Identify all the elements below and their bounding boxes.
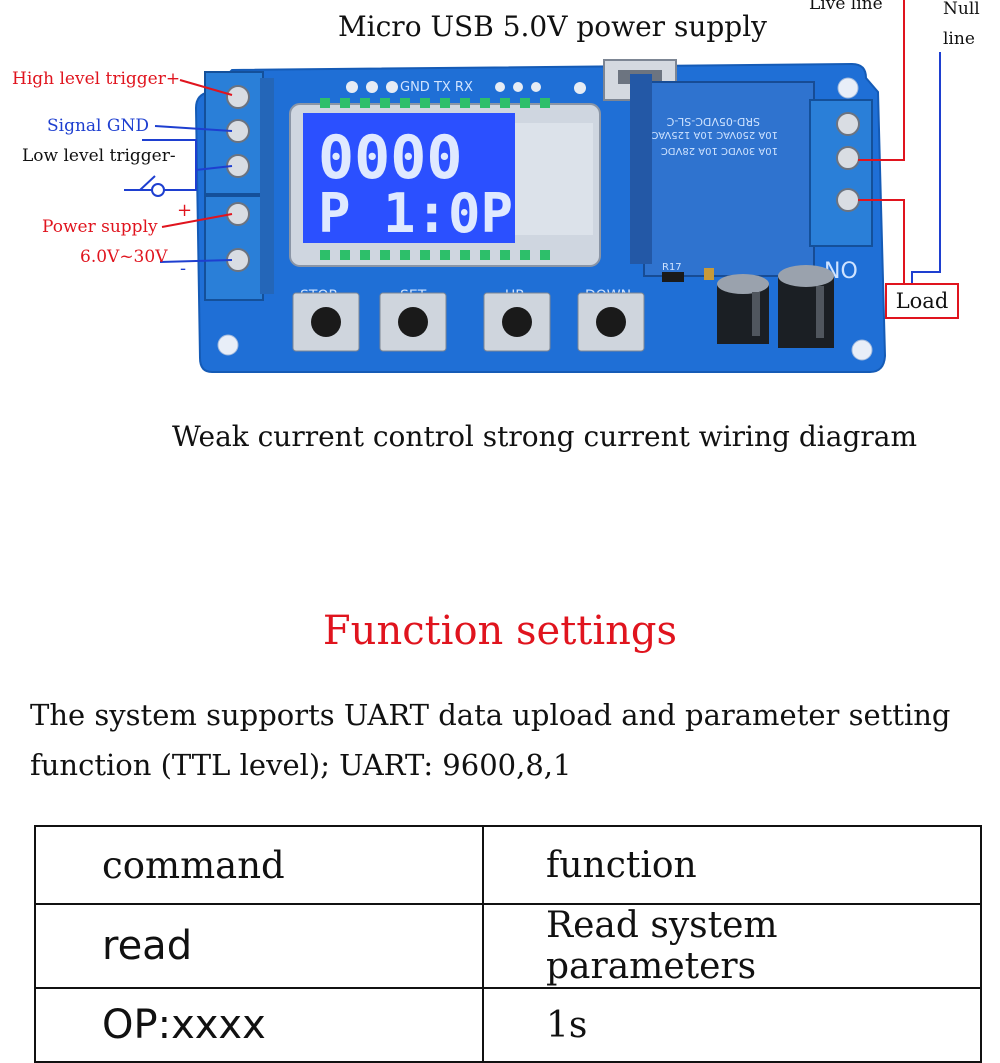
table-row: read Read system parameters: [34, 903, 982, 989]
lcd-display: 0000 P 1:0P: [289, 103, 601, 267]
live-line-label: Live line: [809, 0, 883, 14]
pin-header-bottom: [320, 250, 550, 260]
command-cell: read: [34, 903, 484, 989]
header-command: command: [34, 825, 484, 905]
usb-power-caption: Micro USB 5.0V power supply: [338, 10, 767, 43]
section-title: Function settings: [322, 608, 678, 654]
table-row: OP:xxxx 1s: [34, 987, 982, 1063]
output-terminal-block: NO: [809, 99, 873, 284]
function-cell: Read system parameters: [482, 903, 982, 989]
signal-gnd-label: Signal GND: [47, 116, 149, 136]
high-level-trigger-label: High level trigger+: [12, 69, 181, 89]
wiring-diagram-caption: Weak current control strong current wiri…: [172, 420, 917, 453]
timer-relay-board-illustration: 0000 P 1:0P GND TX RX SRD-05VDC-SL-C 10A…: [124, 0, 941, 373]
svg-text:R17: R17: [662, 262, 682, 273]
control-buttons: STOP SET UP DOWN: [292, 288, 645, 352]
null-line-label: Null line: [943, 0, 980, 49]
wiring-lines: [124, 0, 941, 283]
uart-description: The system supports UART data upload and…: [30, 698, 951, 782]
lcd-line-2: P 1:0P: [318, 182, 513, 245]
voltage-range-label: 6.0V~30V: [80, 247, 168, 267]
plus-sign: +: [177, 200, 193, 221]
table-header-row: command function: [34, 825, 982, 905]
header-function: function: [482, 825, 982, 905]
load-box: Load: [885, 283, 959, 319]
low-level-trigger-label: Low level trigger-: [22, 146, 176, 166]
relay-model: SRD-05VDC-SL-C: [666, 115, 760, 128]
relay: SRD-05VDC-SL-C 10A 250VAC 10A 125VAC 10A…: [630, 74, 815, 277]
power-supply-label: Power supply: [42, 217, 158, 237]
smd-resistor: R17: [662, 262, 714, 282]
uart-header: GND TX RX: [346, 80, 586, 95]
function-cell: 1s: [482, 987, 982, 1063]
minus-sign: -: [180, 258, 187, 279]
uart-pin-labels: GND TX RX: [400, 80, 473, 95]
lcd-line-1: 0000: [318, 123, 463, 193]
command-cell: OP:xxxx: [34, 987, 484, 1063]
pin-header-top: [320, 98, 550, 108]
relay-rating-1: 10A 250VAC 10A 125VAC: [651, 129, 778, 140]
relay-rating-2: 10A 30VDC 10A 28VDC: [661, 145, 778, 156]
command-table: command function read Read system parame…: [34, 825, 982, 1063]
capacitors: [717, 265, 834, 348]
